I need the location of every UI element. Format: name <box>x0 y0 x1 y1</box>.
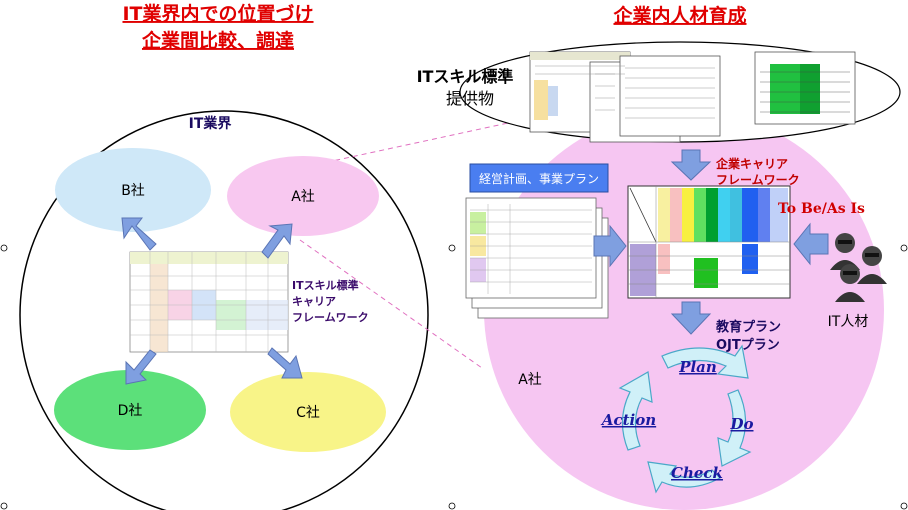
framework-label-line2: キャリア <box>292 295 336 308</box>
left-title-line1: IT業界内での位置づけ <box>122 2 313 25</box>
company-a-label: A社 <box>291 189 315 205</box>
connector-line-bottom <box>299 239 483 369</box>
pdca-do-label: Do <box>729 415 753 433</box>
company-c-label: C社 <box>296 405 320 421</box>
arrow-plan-to-framework <box>593 224 627 268</box>
training-plan-line2: OJTプラン <box>716 338 780 353</box>
arrow-to-company-b <box>121 217 157 251</box>
pdca-arrow-check <box>647 461 721 494</box>
it-talent-person-icons <box>830 233 887 302</box>
it-skill-framework-table <box>129 251 289 353</box>
person-icon <box>857 246 887 284</box>
person-icon <box>835 264 865 302</box>
pdca-action-label: Action <box>600 411 656 429</box>
pdca-plan-label: Plan <box>678 358 717 376</box>
pdca-arrow-action <box>618 371 653 451</box>
right-title: 企業内人材育成 <box>612 4 746 27</box>
to-be-as-is-label: To Be/As Is <box>778 201 865 217</box>
it-industry-label: IT業界 <box>189 115 233 132</box>
framework-label-line3: フレームワーク <box>292 311 369 324</box>
company-d-ellipse <box>54 370 206 450</box>
pdca-arrow-plan <box>661 344 749 379</box>
connector-line-top <box>299 114 546 169</box>
pdca-check-label: Check <box>671 464 723 482</box>
business-plan-documents <box>465 197 609 319</box>
company-d-label: D社 <box>118 403 143 419</box>
training-plan-line1: 教育プラン <box>715 319 781 335</box>
left-title-line2: 企業間比較、調達 <box>141 29 294 52</box>
provided-line2: 提供物 <box>446 89 494 108</box>
provided-documents <box>529 51 856 143</box>
career-framework-line1: 企業キャリア <box>715 156 788 171</box>
company-c-ellipse <box>230 372 386 452</box>
business-plan-label: 経営計画、事業プラン <box>479 171 599 186</box>
framework-label-line1: ITスキル標準 <box>292 278 359 292</box>
it-talent-label: IT人材 <box>828 314 869 330</box>
company-a-region-label: A社 <box>518 372 542 388</box>
company-career-framework-table <box>627 185 791 299</box>
arrow-talent-to-framework <box>793 222 829 266</box>
anchor-dots <box>0 244 908 510</box>
career-framework-line2: フレームワーク <box>716 173 800 187</box>
company-a-ellipse <box>227 156 379 236</box>
pdca-arrow-do <box>717 389 752 467</box>
company-b-ellipse <box>55 148 211 232</box>
company-b-label: B社 <box>121 183 145 199</box>
business-plan-box <box>469 163 609 193</box>
arrow-to-company-c <box>267 347 303 379</box>
pdca-cycle <box>618 344 752 494</box>
arrow-to-company-d <box>125 349 157 385</box>
arrow-framework-to-training <box>670 301 712 335</box>
provided-line1: ITスキル標準 <box>417 67 514 86</box>
arrow-provided-to-framework <box>670 149 712 181</box>
arrow-to-company-a <box>261 223 293 259</box>
